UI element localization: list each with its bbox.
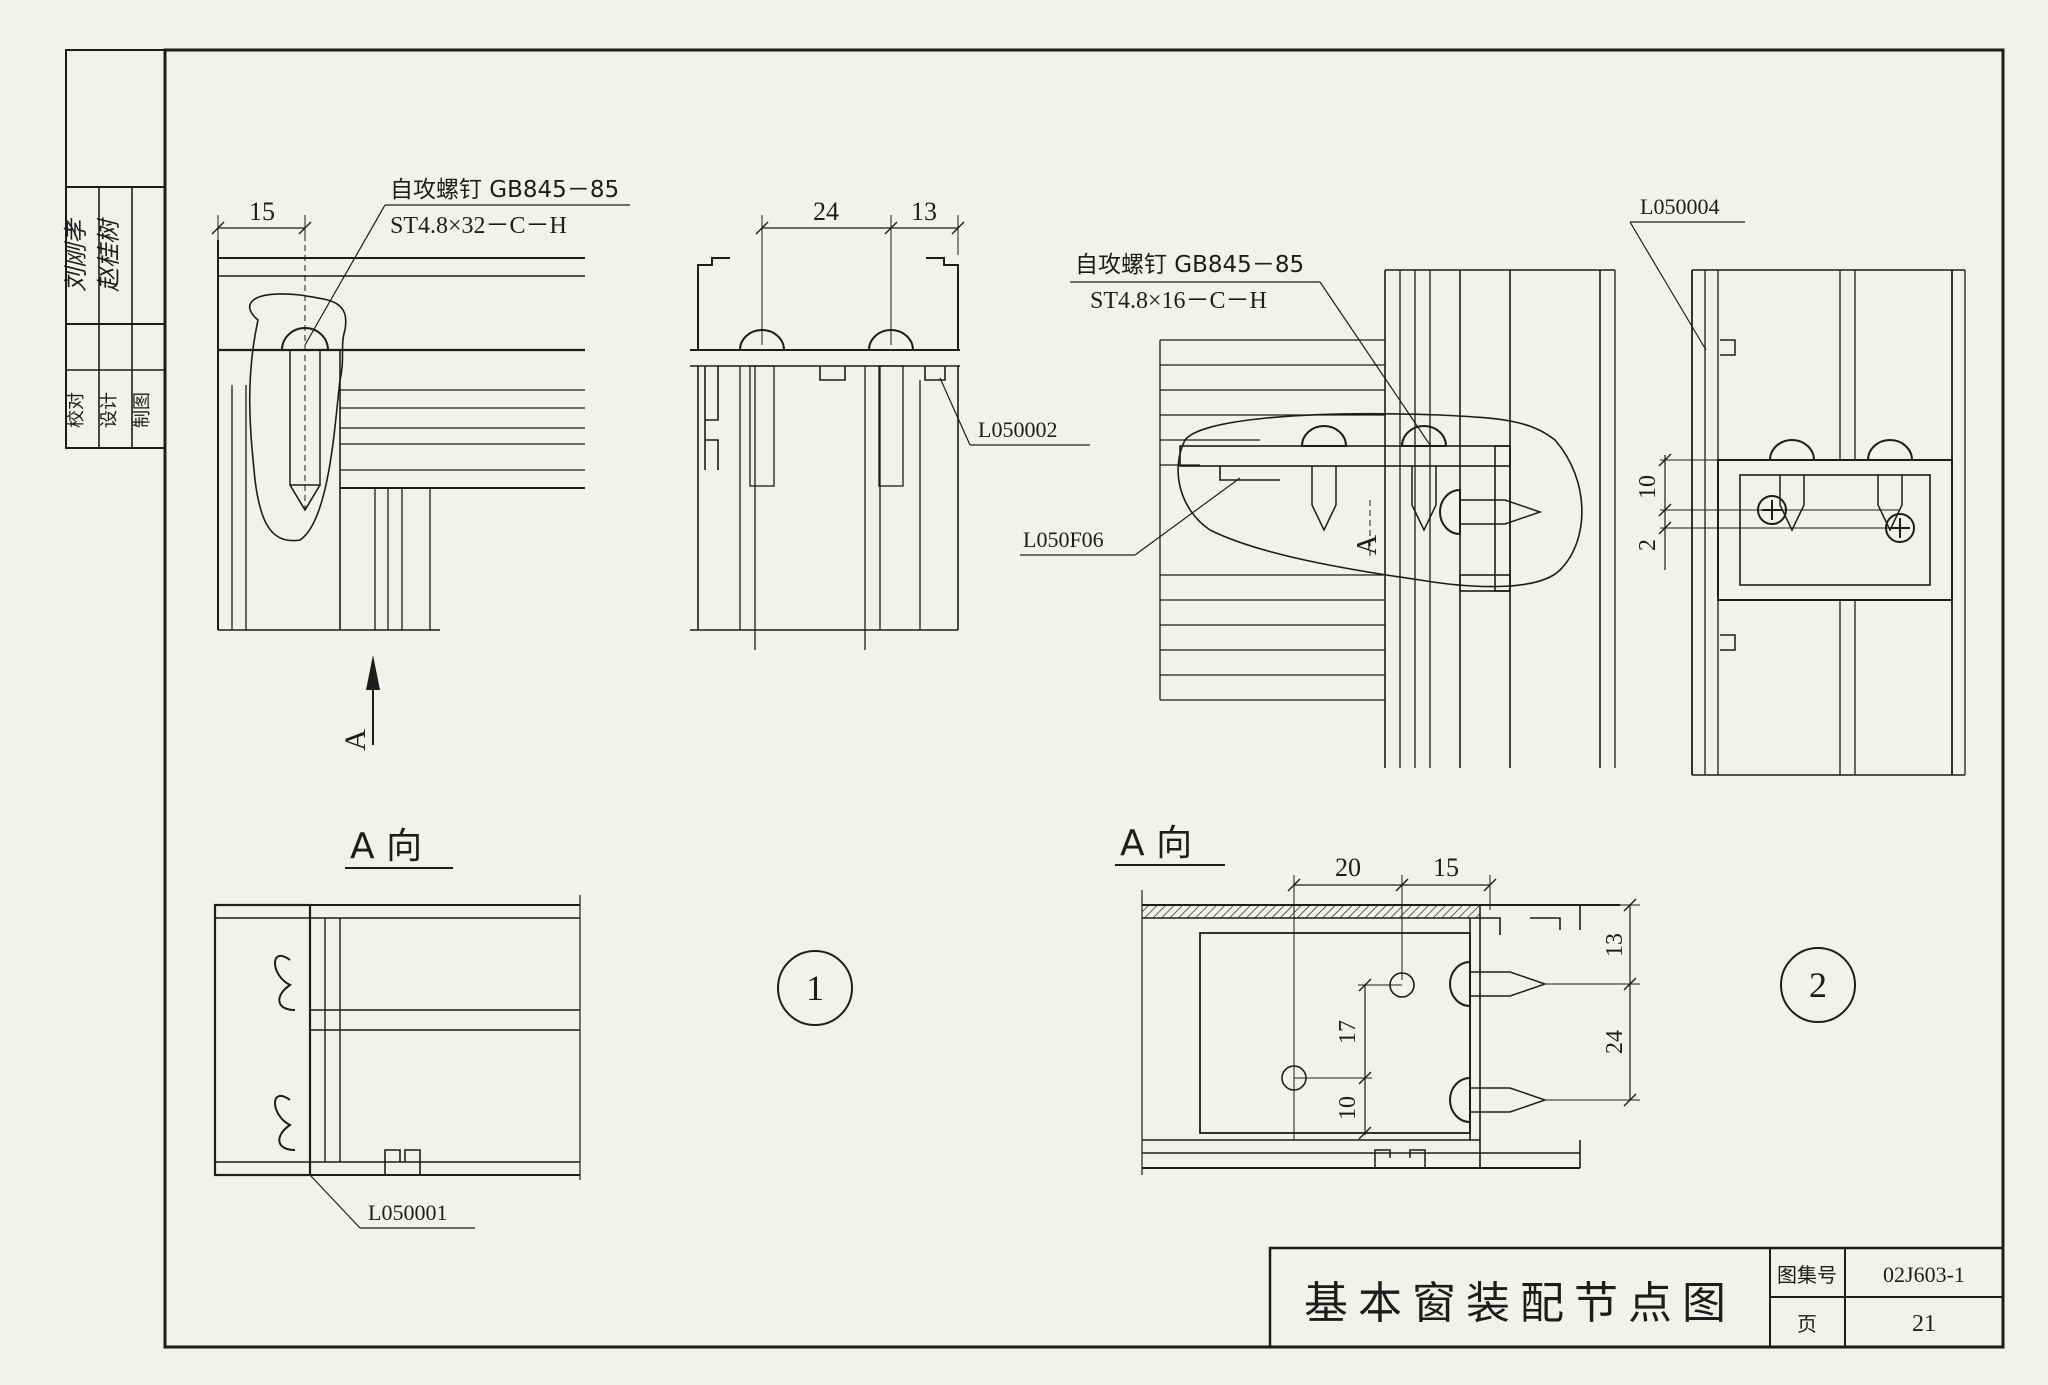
dim-24: 24 <box>813 197 839 226</box>
part-L050004: L050004 <box>1640 194 1719 219</box>
drawing-title: 基本窗装配节点图 <box>1304 1278 1736 1329</box>
dim-15: 15 <box>249 197 275 226</box>
dim-10-view2: 10 <box>1335 1096 1361 1120</box>
view-title-2: A 向 <box>1120 823 1192 864</box>
dim-10-right: 10 <box>1635 475 1661 499</box>
detail1-a-view: A 向 L050001 <box>213 826 581 1229</box>
sig-role-check: 校对 <box>66 392 87 428</box>
detail1-mullion-section: 24 13 L050002 <box>690 197 1090 650</box>
dim-13: 13 <box>911 197 937 226</box>
detail1-corner-section: 15 自攻螺钉 GB845－85 ST4.8×32－C－H A <box>211 177 630 751</box>
dim-20: 20 <box>1335 853 1361 882</box>
dim-15-view2: 15 <box>1433 853 1459 882</box>
detail2-a-view: A 向 20 15 <box>1115 823 1640 1175</box>
sig-role-design: 设计 <box>99 392 120 428</box>
part-L050F06: L050F06 <box>1023 527 1104 552</box>
dim-13-side: 13 <box>1602 933 1628 957</box>
dim-2-right: 2 <box>1635 539 1661 551</box>
detail-number-1-text: 1 <box>806 968 824 1008</box>
screw-label-2b: ST4.8×16－C－H <box>1090 288 1267 314</box>
detail2-section: A 自攻螺钉 GB845－85 ST4.8×16－C－H L050F06 <box>1020 252 1616 768</box>
atlas-number: 02J603-1 <box>1883 1262 1965 1287</box>
part-L050001: L050001 <box>368 1200 447 1225</box>
detail-number-2-text: 2 <box>1809 965 1827 1005</box>
page-number: 21 <box>1912 1311 1936 1337</box>
screw-label-2a: 自攻螺钉 GB845－85 <box>1075 252 1304 278</box>
dim-24-side: 24 <box>1602 1030 1628 1054</box>
signature-block: 校对 设计 制图 刘刚孝 赵桂树 <box>62 49 166 449</box>
atlas-label: 图集号 <box>1777 1263 1837 1287</box>
detail-number-2: 2 <box>1780 947 1856 1023</box>
part-L050002: L050002 <box>978 417 1057 442</box>
outer-frame <box>163 48 2005 1349</box>
sig-role-draw: 制图 <box>132 392 153 428</box>
screw-label-1b: ST4.8×32－C－H <box>390 213 567 239</box>
screw-label-1a: 自攻螺钉 GB845－85 <box>390 177 619 203</box>
title-block: 基本窗装配节点图 图集号 02J603-1 页 21 <box>1268 1246 2005 1349</box>
arrow-A-1: A <box>339 729 372 751</box>
detail2-right-mullion: 10 2 L050004 <box>1629 194 1966 776</box>
arrow-A-2: A <box>1352 534 1383 555</box>
dim-17: 17 <box>1335 1020 1361 1044</box>
view-title-1: A 向 <box>350 826 422 867</box>
sig-name-design: 赵桂树 <box>95 217 123 292</box>
page-label: 页 <box>1797 1312 1817 1336</box>
detail-number-1: 1 <box>777 950 853 1026</box>
sig-name-check: 刘刚孝 <box>62 217 90 292</box>
